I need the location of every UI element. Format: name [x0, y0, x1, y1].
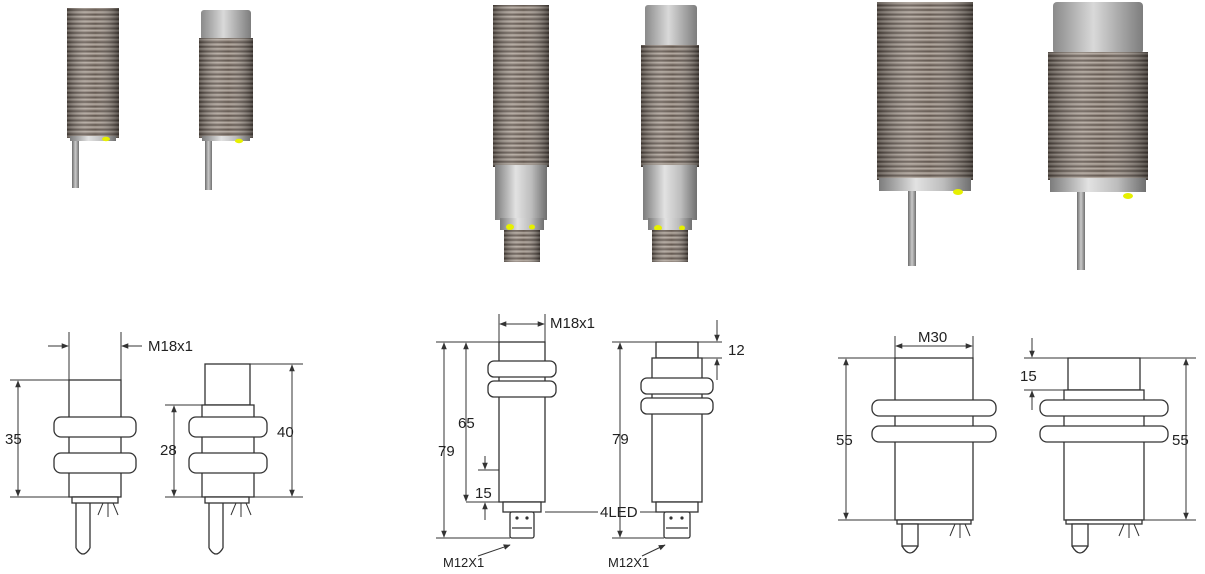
m18-cable-flush-photo	[67, 8, 119, 188]
m18-cable-flush-length: 35	[5, 431, 22, 448]
m30-cable-cap-length: 15	[1020, 368, 1037, 385]
m30-cable-nonflush-length: 55	[1172, 432, 1189, 449]
m18-cable-nonflush-photo	[199, 10, 253, 190]
m18-cable-drawing: M18x1 35 28 40	[5, 332, 303, 555]
m18-connector-free-length: 15	[475, 485, 492, 502]
m18-connector-cap-length: 12	[728, 342, 745, 359]
m18-connector-total-length-nonflush: 79	[612, 431, 629, 448]
m18-connector-thread-label: M18x1	[550, 315, 595, 332]
m30-cable-thread-label: M30	[918, 329, 947, 346]
m18-connector-drawing: M18x1 79 65 15 M12X1 4LED	[436, 314, 745, 570]
m30-cable-flush-photo	[877, 2, 973, 266]
m30-cable-flush-length: 55	[836, 432, 853, 449]
m18-cable-thread-label: M18x1	[148, 338, 193, 355]
m30-cable-drawing: M30 55 15 55	[836, 329, 1196, 554]
m18-connector-total-length-flush: 79	[438, 443, 455, 460]
m30-cable-nonflush-photo	[1048, 2, 1148, 270]
m18-connector-housing-length: 65	[458, 415, 475, 432]
m18-connector-nonflush-photo	[641, 5, 699, 262]
m18-cable-nonflush-total-length: 40	[277, 424, 294, 441]
m18-connector-m12-label-nonflush: M12X1	[608, 555, 649, 570]
m18-cable-nonflush-thread-length: 28	[160, 442, 177, 459]
m18-connector-flush-photo	[493, 5, 549, 262]
m18-connector-m12-label-flush: M12X1	[443, 555, 484, 570]
m18-connector-led-label: 4LED	[600, 504, 638, 521]
